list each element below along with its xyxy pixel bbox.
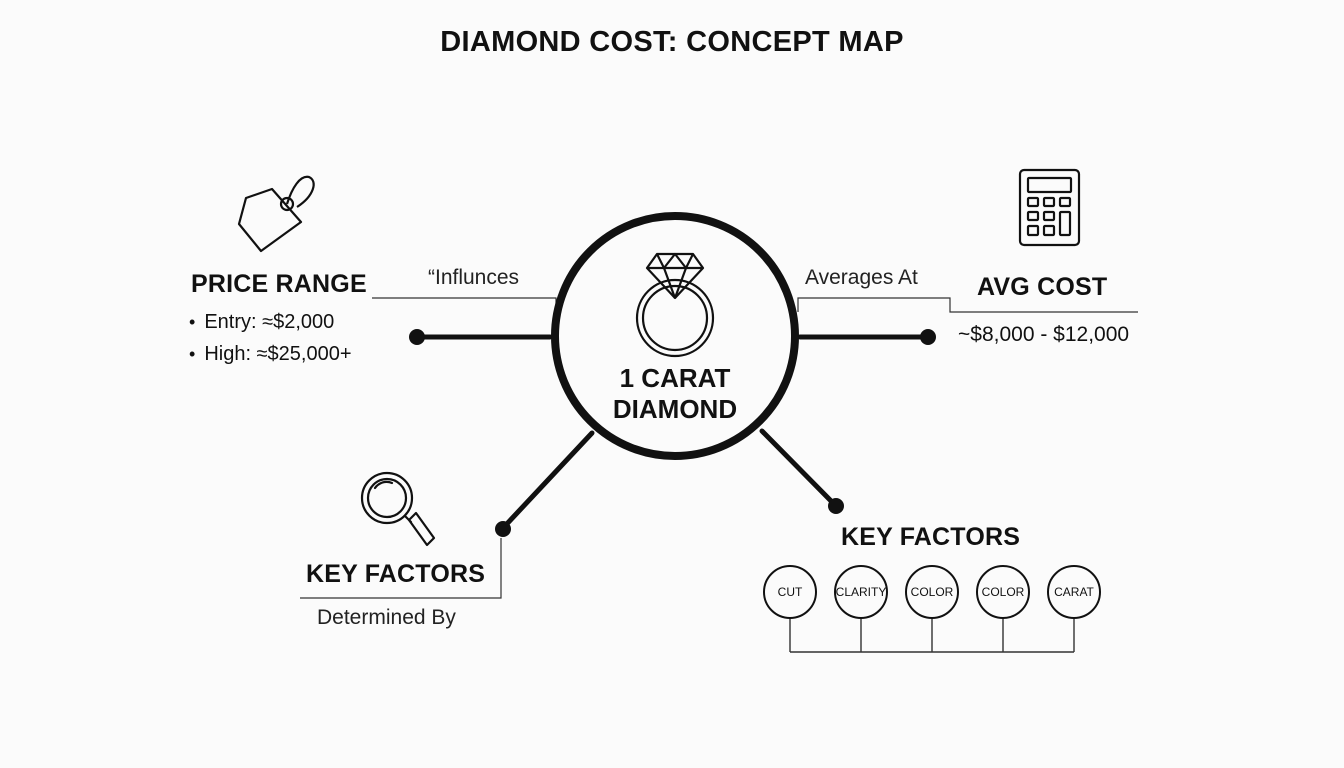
page-title: DIAMOND COST: CONCEPT MAP <box>440 26 904 58</box>
center-node-circle <box>551 212 799 460</box>
connector-key-factors-left <box>500 430 595 531</box>
edge-label-influences: “Influnces <box>428 266 520 289</box>
dot-price-range <box>409 329 425 345</box>
avg-cost-heading: AVG COST <box>977 273 1108 301</box>
rule-key-factors-left <box>300 538 502 599</box>
factor-cut: CUT <box>763 565 817 619</box>
factor-color-2: COLOR <box>976 565 1030 619</box>
center-node-label: 1 CARAT DIAMOND <box>575 363 775 425</box>
edge-label-averages-at: Averages At <box>805 266 918 289</box>
dot-avg-cost <box>920 329 936 345</box>
dot-key-factors-left <box>495 521 511 537</box>
dot-key-factors-right <box>828 498 844 514</box>
magnifying-glass-icon <box>360 471 436 547</box>
price-range-item-entry: Entry: ≈$2,000 <box>189 306 352 338</box>
factor-carat: CARAT <box>1047 565 1101 619</box>
price-tag-icon <box>237 175 315 253</box>
rule-price-range <box>372 297 557 310</box>
center-label-line2: DIAMOND <box>612 394 738 424</box>
edge-label-determined-by: Determined By <box>317 606 456 629</box>
avg-cost-value: ~$8,000 - $12,000 <box>958 323 1130 346</box>
diamond-ring-icon <box>635 252 715 358</box>
price-range-list: Entry: ≈$2,000 High: ≈$25,000+ <box>189 306 352 370</box>
center-label-line1: 1 CARAT <box>619 363 731 393</box>
key-factors-right-heading: KEY FACTORS <box>841 523 1021 551</box>
rule-avg-cost <box>797 297 1138 313</box>
factor-bracket <box>789 618 1075 653</box>
connector-dots <box>409 329 936 537</box>
key-factors-left-heading: KEY FACTORS <box>306 560 486 588</box>
connectors <box>414 334 931 531</box>
factor-color: COLOR <box>905 565 959 619</box>
factor-clarity: CLARITY <box>834 565 888 619</box>
price-range-item-high: High: ≈$25,000+ <box>189 338 351 370</box>
price-range-heading: PRICE RANGE <box>191 270 367 298</box>
calculator-icon <box>1018 168 1081 247</box>
connector-key-factors-right <box>759 428 839 509</box>
